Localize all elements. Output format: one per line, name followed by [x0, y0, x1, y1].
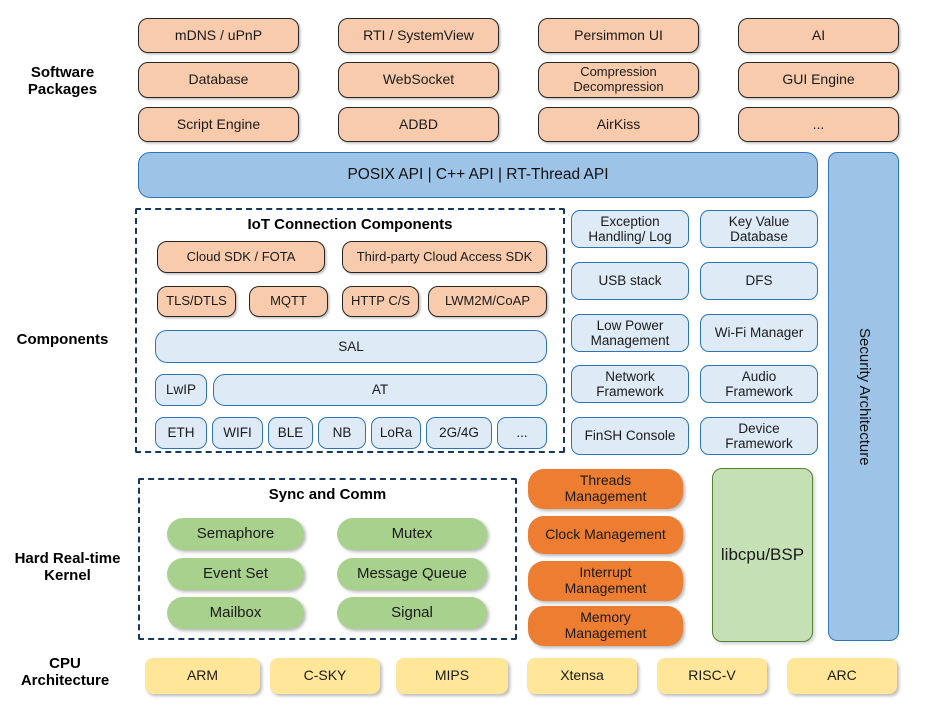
package-box: Compression Decompression: [538, 62, 699, 98]
package-box: GUI Engine: [738, 62, 899, 98]
security-architecture-bar: Security Architecture: [828, 152, 899, 641]
cpu-arch-box: C-SKY: [270, 658, 380, 694]
service-box: Key Value Database: [700, 210, 818, 248]
link-box: WIFI: [212, 417, 263, 449]
section-label-cpu-architecture: CPU Architecture: [20, 655, 110, 689]
posix-api-bar: POSIX API | C++ API | RT-Thread API: [138, 152, 818, 198]
cpu-arch-box: ARC: [787, 658, 897, 694]
link-box: BLE: [268, 417, 313, 449]
mgmt-box: Clock Management: [528, 516, 683, 554]
package-box: AirKiss: [538, 107, 699, 142]
package-box: Database: [138, 62, 299, 98]
sync-box: Signal: [337, 597, 487, 629]
package-box: mDNS / uPnP: [138, 18, 299, 53]
sync-comm-title: Sync and Comm: [268, 486, 387, 503]
link-box: 2G/4G: [426, 417, 492, 449]
libcpu-bsp-box: libcpu/BSP: [712, 468, 813, 642]
iot-protocol-box: TLS/DTLS: [157, 286, 236, 317]
link-box: ...: [497, 417, 547, 449]
link-box: ETH: [155, 417, 207, 449]
iot-components-group: [135, 208, 565, 453]
package-box: WebSocket: [338, 62, 499, 98]
cloud-sdk-box: Cloud SDK / FOTA: [157, 241, 325, 273]
sync-box: Mailbox: [167, 597, 304, 629]
iot-protocol-box: LWM2M/CoAP: [428, 286, 547, 317]
iot-components-title: IoT Connection Components: [247, 216, 453, 233]
mgmt-box: Interrupt Management: [528, 561, 683, 601]
iot-protocol-box: HTTP C/S: [342, 286, 419, 317]
at-layer-box: AT: [213, 374, 547, 406]
package-box: Persimmon UI: [538, 18, 699, 53]
link-box: NB: [318, 417, 366, 449]
cpu-arch-box: Xtensa: [527, 658, 637, 694]
section-label-kernel: Hard Real-time Kernel: [14, 550, 121, 584]
service-box: USB stack: [571, 262, 689, 300]
package-box: ADBD: [338, 107, 499, 142]
iot-protocol-box: MQTT: [249, 286, 328, 317]
package-box: RTI / SystemView: [338, 18, 499, 53]
sync-box: Event Set: [167, 558, 304, 590]
cpu-arch-box: RISC-V: [657, 658, 767, 694]
sal-layer-box: SAL: [155, 330, 547, 363]
service-box: Audio Framework: [700, 365, 818, 403]
sync-box: Semaphore: [167, 518, 304, 550]
third-party-cloud-box: Third-party Cloud Access SDK: [342, 241, 547, 273]
cpu-arch-box: ARM: [145, 658, 260, 694]
package-box: AI: [738, 18, 899, 53]
package-box: ...: [738, 107, 899, 142]
link-box: LoRa: [371, 417, 421, 449]
service-box: Low Power Management: [571, 314, 689, 352]
lwip-box: LwIP: [155, 374, 207, 406]
service-box: FinSH Console: [571, 417, 689, 455]
sync-comm-group: [138, 478, 517, 640]
sync-box: Message Queue: [337, 558, 487, 590]
mgmt-box: Memory Management: [528, 606, 683, 646]
sync-box: Mutex: [337, 518, 487, 550]
mgmt-box: Threads Management: [528, 469, 683, 509]
service-box: DFS: [700, 262, 818, 300]
service-box: Device Framework: [700, 417, 818, 455]
section-label-components: Components: [16, 330, 109, 348]
cpu-arch-box: MIPS: [396, 658, 508, 694]
package-box: Script Engine: [138, 107, 299, 142]
service-box: Exception Handling/ Log: [571, 210, 689, 248]
service-box: Network Framework: [571, 365, 689, 403]
section-label-software-packages: Software Packages: [27, 64, 98, 98]
service-box: Wi-Fi Manager: [700, 314, 818, 352]
